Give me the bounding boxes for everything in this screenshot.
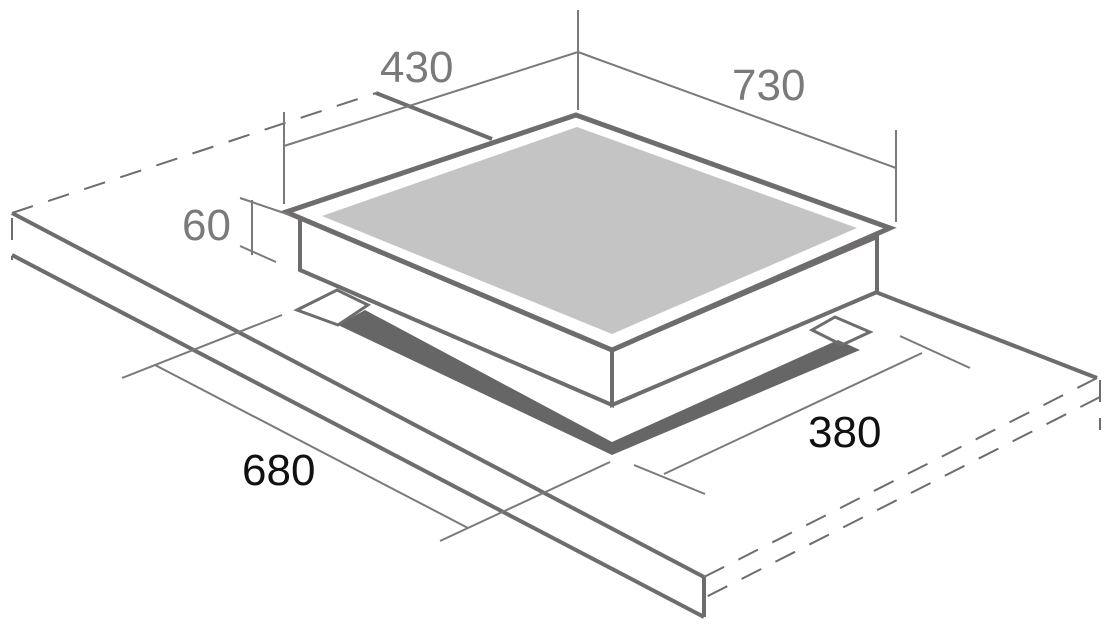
hob-unit <box>278 112 897 409</box>
dim-line-730 <box>577 51 897 169</box>
dimension-label-730: 730 <box>732 61 805 110</box>
dimension-label-60: 60 <box>182 201 231 250</box>
cutout-shadow <box>338 310 860 455</box>
cutout-rim-right <box>808 315 874 347</box>
hob-glass-surface <box>322 127 857 334</box>
dimension-label-430: 430 <box>380 43 453 92</box>
cutout-opening <box>293 288 874 455</box>
dimension-label-380: 380 <box>808 408 881 457</box>
worktop-front-edge <box>11 91 1098 619</box>
worktop-dashed-outline <box>11 92 1101 598</box>
dimension-lines <box>121 10 971 542</box>
dim-line-680 <box>154 364 469 529</box>
worktop <box>11 91 1101 619</box>
cutout-rim-left <box>293 288 372 327</box>
dim-line-430 <box>283 51 579 147</box>
dim-line-380 <box>663 352 923 475</box>
dimension-label-680: 680 <box>242 446 315 495</box>
